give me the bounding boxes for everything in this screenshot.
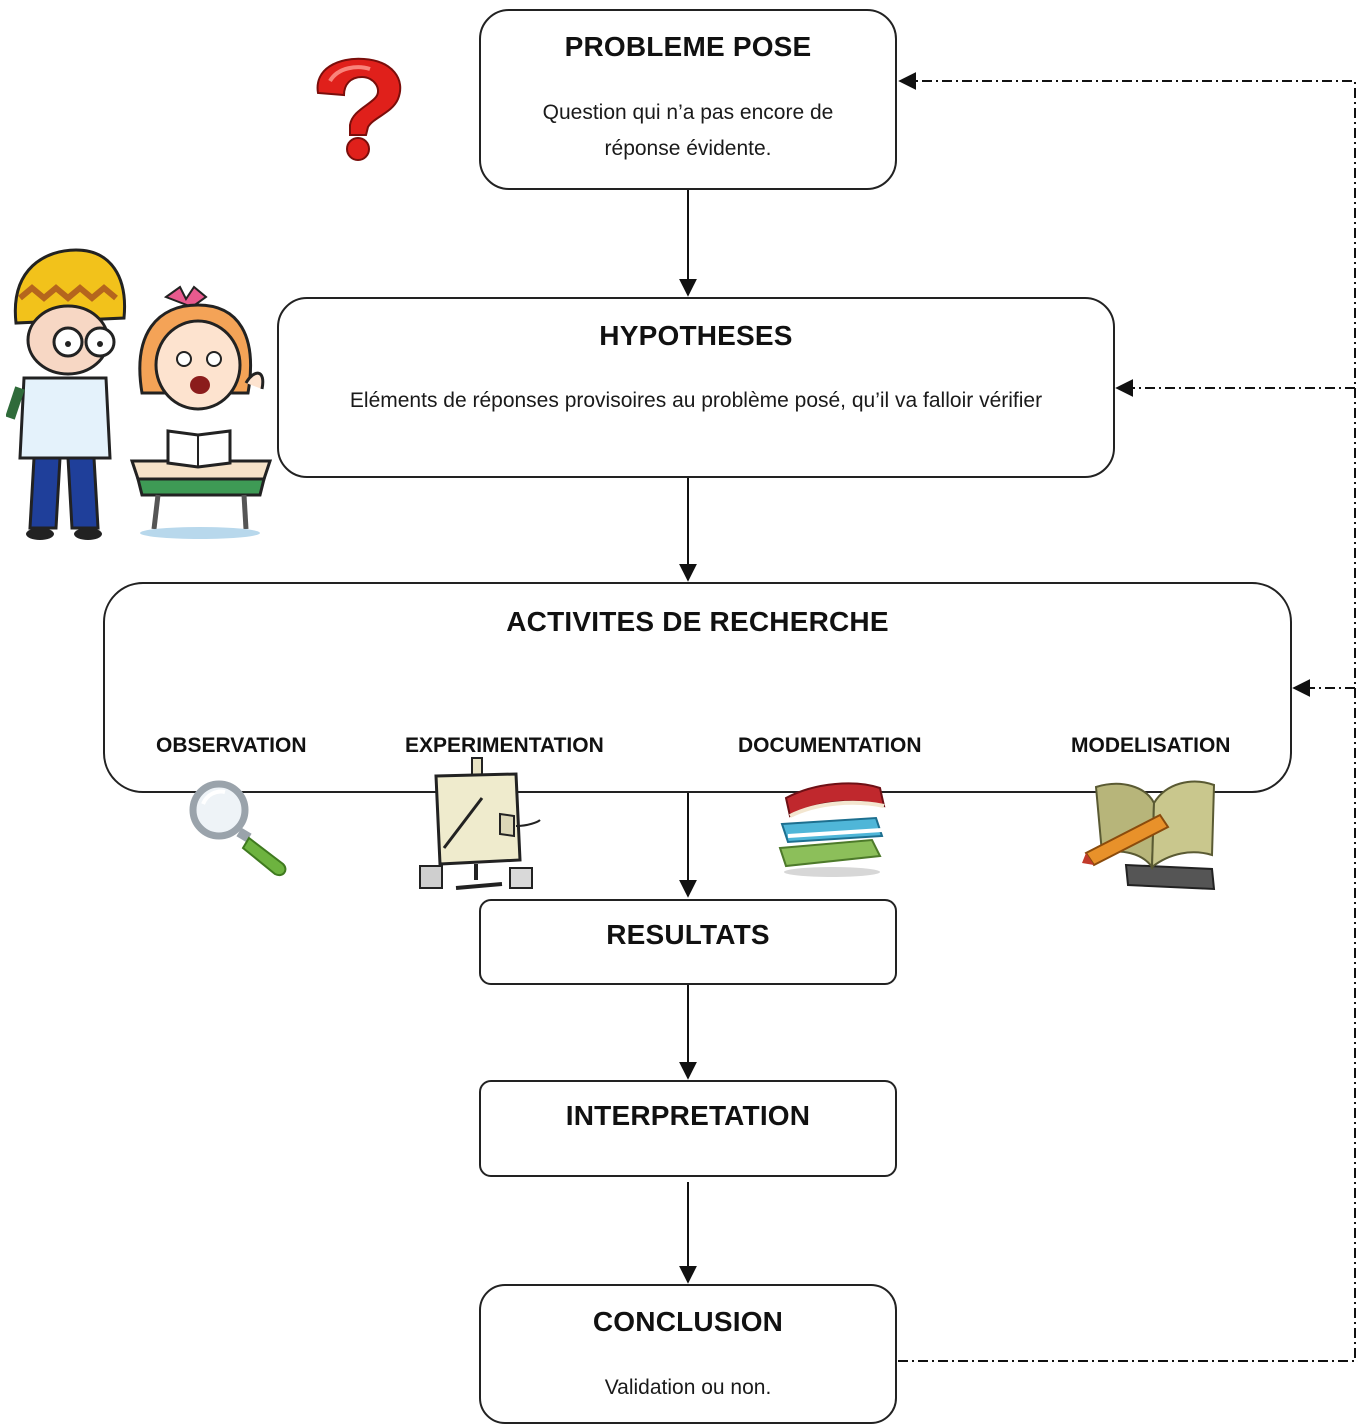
hypotheses-title: HYPOTHESES bbox=[599, 320, 793, 351]
probleme-desc-line1: Question qui n’a pas encore de bbox=[542, 101, 834, 124]
conclusion-desc: Validation ou non. bbox=[604, 1376, 772, 1399]
resultats-box: RESULTATS bbox=[479, 899, 897, 985]
question-mark-icon bbox=[316, 57, 402, 161]
resultats-title: RESULTATS bbox=[606, 919, 770, 950]
easel-icon bbox=[419, 757, 541, 890]
books-icon bbox=[778, 782, 886, 877]
magnifying-glass-icon bbox=[189, 780, 287, 876]
hypotheses-box: HYPOTHESES Eléments de réponses provisoi… bbox=[277, 297, 1115, 478]
probleme-desc-line2: réponse évidente. bbox=[604, 137, 772, 160]
hypotheses-desc: Eléments de réponses provisoires au prob… bbox=[349, 389, 1043, 412]
probleme-title: PROBLEME POSE bbox=[564, 31, 812, 62]
feedback-line bbox=[898, 72, 1356, 1362]
observation-label: OBSERVATION bbox=[156, 734, 307, 757]
documentation-label: DOCUMENTATION bbox=[738, 734, 922, 757]
activites-title: ACTIVITES DE RECHERCHE bbox=[506, 606, 889, 637]
interpretation-box: INTERPRETATION bbox=[479, 1080, 897, 1177]
interpretation-title: INTERPRETATION bbox=[565, 1100, 811, 1131]
probleme-pose-box: PROBLEME POSE Question qui n’a pas encor… bbox=[479, 9, 897, 190]
conclusion-title: CONCLUSION bbox=[592, 1306, 784, 1337]
modelisation-label: MODELISATION bbox=[1071, 734, 1231, 757]
activites-box: ACTIVITES DE RECHERCHE bbox=[103, 582, 1292, 793]
conclusion-box: CONCLUSION Validation ou non. bbox=[479, 1284, 897, 1424]
boy-student-illustration bbox=[6, 248, 127, 540]
open-book-pencil-icon bbox=[1082, 780, 1216, 891]
girl-at-desk-illustration bbox=[129, 285, 273, 539]
experimentation-label: EXPERIMENTATION bbox=[405, 734, 604, 757]
